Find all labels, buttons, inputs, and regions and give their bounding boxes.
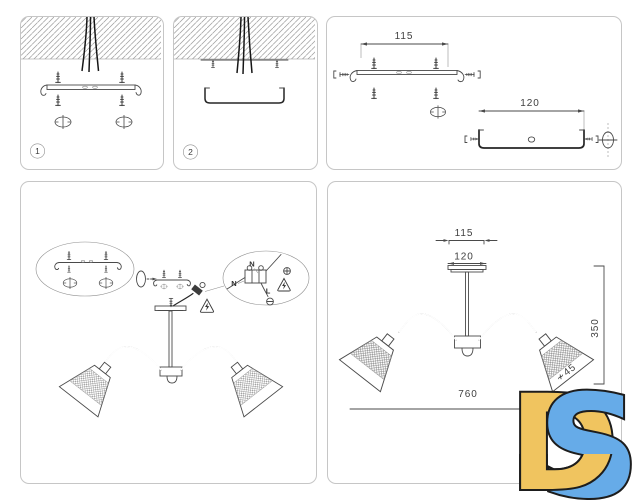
detail-bubble-bracket	[35, 241, 135, 297]
panel-bracket-dimensions: 115	[326, 16, 622, 170]
screw-icon	[67, 265, 71, 273]
wire	[226, 277, 246, 290]
screw-icon	[177, 269, 183, 279]
minus-screw-icon	[266, 297, 274, 306]
panel-assembly: N N L	[20, 181, 317, 484]
mounted-bracket-drawing	[200, 59, 289, 69]
warning-lightning-icon	[277, 278, 291, 292]
screw-head-icon	[176, 283, 184, 290]
wall-plug-icon	[54, 114, 72, 130]
step-1-badge: 1	[30, 143, 45, 159]
dim-760-label: 760	[458, 389, 477, 400]
wire	[260, 282, 269, 297]
dim-120: 120	[447, 252, 487, 265]
screw-icon	[55, 94, 61, 107]
wall-plug-icon	[430, 104, 446, 120]
screw-icon	[274, 59, 280, 69]
lamp-drawing	[58, 297, 284, 418]
detail-bubble-wiring: N N L	[204, 250, 310, 306]
wall-plug-icon	[98, 276, 114, 290]
warning-lightning-icon	[199, 298, 215, 313]
screw-icon	[119, 71, 125, 84]
screw-icon	[161, 269, 167, 279]
canopy-plate	[447, 265, 487, 270]
screw-head-icon	[598, 123, 618, 157]
hub-hook	[461, 347, 474, 357]
end-screw-left	[464, 135, 479, 143]
screw-head-icon	[160, 283, 168, 290]
dim-350: 350	[590, 265, 605, 385]
screw-icon	[104, 265, 108, 273]
screw-icon	[168, 297, 174, 308]
screw-icon	[119, 94, 125, 107]
step-2-badge-label: 2	[188, 147, 193, 157]
screw-icon	[55, 71, 61, 84]
screw-icon	[103, 251, 109, 261]
side-screw-right	[464, 70, 481, 79]
mains-wires-icon	[236, 17, 253, 75]
lamp-shade-left	[58, 349, 128, 418]
screw-icon	[433, 57, 439, 70]
dim-115-label: 115	[455, 228, 474, 239]
panel-step-1: 1	[20, 16, 164, 170]
logo-letter-d-overlap: D	[511, 384, 619, 500]
dim-120-label: 120	[454, 252, 473, 263]
logo-letter-d: D	[511, 384, 619, 500]
screw-icon	[371, 57, 377, 70]
dim-115: 115	[360, 31, 449, 67]
canopy-plate	[154, 305, 187, 311]
hub-hook	[166, 375, 178, 384]
terminal-block-icon	[244, 265, 267, 284]
dim-350-label: 350	[590, 318, 601, 337]
panel-product-dimensions: 115 120	[327, 181, 622, 484]
wire	[265, 254, 282, 272]
dim-120: 120	[478, 98, 585, 129]
label-live: L	[266, 287, 271, 296]
lamp-arm-left	[102, 346, 162, 371]
insert-arrow-icon	[136, 270, 157, 288]
screw-icon	[433, 87, 439, 100]
label-neutral-top: N	[249, 260, 254, 269]
plus-screw-icon	[283, 267, 291, 275]
mounting-bracket-drawing	[349, 70, 465, 83]
canopy-bracket-drawing	[204, 87, 285, 104]
lamp-arm-left	[398, 313, 457, 341]
label-neutral-left: N	[231, 279, 236, 288]
end-screw-right	[584, 135, 599, 143]
screw-icon	[210, 59, 216, 69]
stem-rod	[465, 271, 469, 337]
dim-115: 115	[435, 228, 498, 245]
dim-120-label: 120	[520, 98, 539, 109]
canopy-channel-drawing	[478, 129, 585, 149]
lamp-arm-right	[180, 346, 240, 371]
logo-letter-s: S	[538, 384, 640, 500]
lamp-shade-right	[214, 349, 284, 418]
mounting-bracket-drawing	[40, 84, 142, 96]
bracket-on-ceiling-drawing	[153, 269, 191, 290]
panel-step-2: 2	[173, 16, 318, 170]
ds-logo: D S D	[511, 384, 642, 500]
arm-hub	[159, 366, 183, 377]
step-1-badge-label: 1	[35, 146, 40, 156]
step-2-badge: 2	[183, 144, 198, 160]
wall-plug-icon	[62, 276, 78, 290]
cable-junction-drawing	[172, 281, 206, 307]
lamp-arm-right	[478, 313, 537, 341]
wall-plug-icon	[115, 114, 133, 130]
arm-hub	[454, 335, 481, 349]
stem-rod	[168, 310, 173, 368]
dim-760: 760	[349, 389, 597, 410]
mains-wires-icon	[81, 17, 100, 73]
screw-icon	[66, 251, 72, 261]
screw-icon	[371, 87, 377, 100]
side-screw-left	[333, 70, 350, 79]
lamp-drawing	[339, 265, 594, 393]
dim-115-label: 115	[395, 31, 414, 42]
